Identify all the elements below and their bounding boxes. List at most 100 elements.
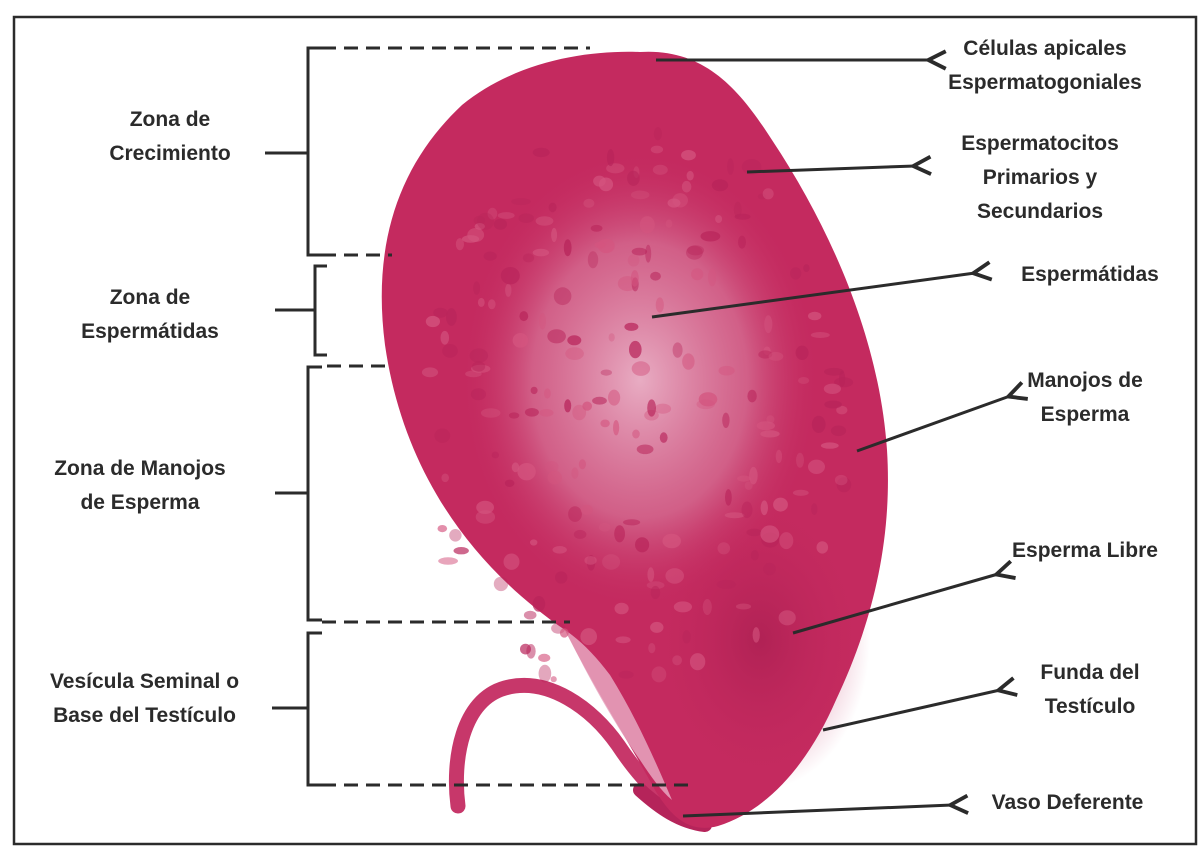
label-line: Vesícula Seminal o [22,665,267,699]
tissue-spot [796,346,809,360]
label-line: Células apicales [925,32,1165,66]
tissue-spot [456,238,464,250]
tissue-spot [790,267,801,279]
label-line: Esperma [1000,398,1170,432]
tissue-spot [763,188,774,199]
tissue-spot [574,530,587,539]
tissue-spot [498,212,515,219]
tissue-spot [568,506,582,522]
tissue-spot [533,148,550,157]
tissue-spot [831,426,846,437]
label-zona-manojos: Zona de Manojos de Esperma [30,452,250,520]
tissue-spot [673,342,683,357]
tissue-spot [749,467,758,485]
tissue-spot [472,361,485,371]
tissue-spot [449,529,461,542]
tissue-spot [470,348,489,362]
label-line: Vaso Deferente [955,786,1180,820]
tissue-spot [766,415,774,424]
tissue-spot [565,347,584,360]
tissue-spot [619,671,634,679]
tissue-spot [701,231,721,241]
label-line: Espermatogoniales [925,66,1165,100]
tissue-spot [727,158,734,175]
tissue-spot [712,179,728,191]
label-line: Secundarios [935,195,1145,229]
label-line: Espermátidas [995,258,1185,292]
label-line: Crecimiento [85,137,255,171]
tissue-spot [751,550,759,561]
tissue-spot [473,281,480,294]
tissue-spot [530,539,537,545]
label-zona-crecimiento: Zona de Crecimiento [85,103,255,171]
tissue-spot [488,299,496,309]
tissue-spot [538,654,550,662]
tissue-spot [438,557,458,564]
tissue-spot [648,643,655,653]
tissue-spot [536,216,554,225]
tissue-spot [760,430,779,437]
tissue-spot [598,239,615,253]
tissue-spot [627,171,640,186]
tissue-spot [564,239,572,256]
tissue-spot [824,401,842,409]
tissue-spot [753,627,760,643]
tissue-spot [615,603,629,615]
tissue-spot [609,333,615,341]
tissue-spot [512,462,520,472]
tissue-spot [637,445,654,455]
tissue-spot [817,541,829,553]
tissue-spot [616,636,631,643]
tissue-spot [737,476,751,482]
tissue-spot [580,628,597,645]
label-esperma-libre: Esperma Libre [985,534,1185,568]
label-line: Zona de [85,103,255,137]
tissue-spot [690,653,705,670]
tissue-spot [548,471,562,485]
tissue-spot [708,268,716,286]
tissue-spot [614,525,625,542]
tissue-spot [471,388,486,400]
tissue-spot [763,563,776,575]
tissue-spot [645,245,651,263]
tissue-spot [722,413,729,428]
tissue-spot [687,171,694,181]
label-line: Esperma Libre [985,534,1185,568]
tissue-spot [653,165,668,175]
tissue-spot [665,568,684,584]
tissue-spot [422,367,438,377]
bracket-espermatidas [315,266,327,355]
label-zona-espermatidas: Zona de Espermátidas [50,281,250,349]
tissue-spot [682,353,694,369]
tissue-spot [796,453,804,468]
tissue-spot [438,525,448,532]
tissue-spot [655,404,672,414]
tissue-spot [477,213,494,230]
tissue-spot [505,284,511,297]
label-line: Primarios y [935,161,1145,195]
tissue-spot [544,388,551,398]
tissue-spot [533,596,546,612]
tissue-spot [725,512,745,518]
tissue-spot [509,412,519,418]
tissue-spot [769,352,784,361]
tissue-spot [607,149,614,166]
tissue-spot [553,546,567,554]
tissue-spot [478,298,485,307]
zone-brackets [265,48,327,785]
tissue-spot [736,604,751,610]
tissue-spot [776,450,782,463]
tissue-spot [635,537,649,552]
tissue-spot [808,460,825,474]
tissue-spot [551,676,557,682]
tissue-spot [666,220,673,228]
tissue-spot [547,329,566,343]
tissue-spot [584,556,596,565]
tissue-spot [742,502,753,519]
label-line: Funda del [1000,656,1180,690]
tissue-spot [494,577,508,591]
tissue-spot [433,308,447,318]
tissue-spot [600,420,609,428]
tissue-spot [650,622,663,633]
